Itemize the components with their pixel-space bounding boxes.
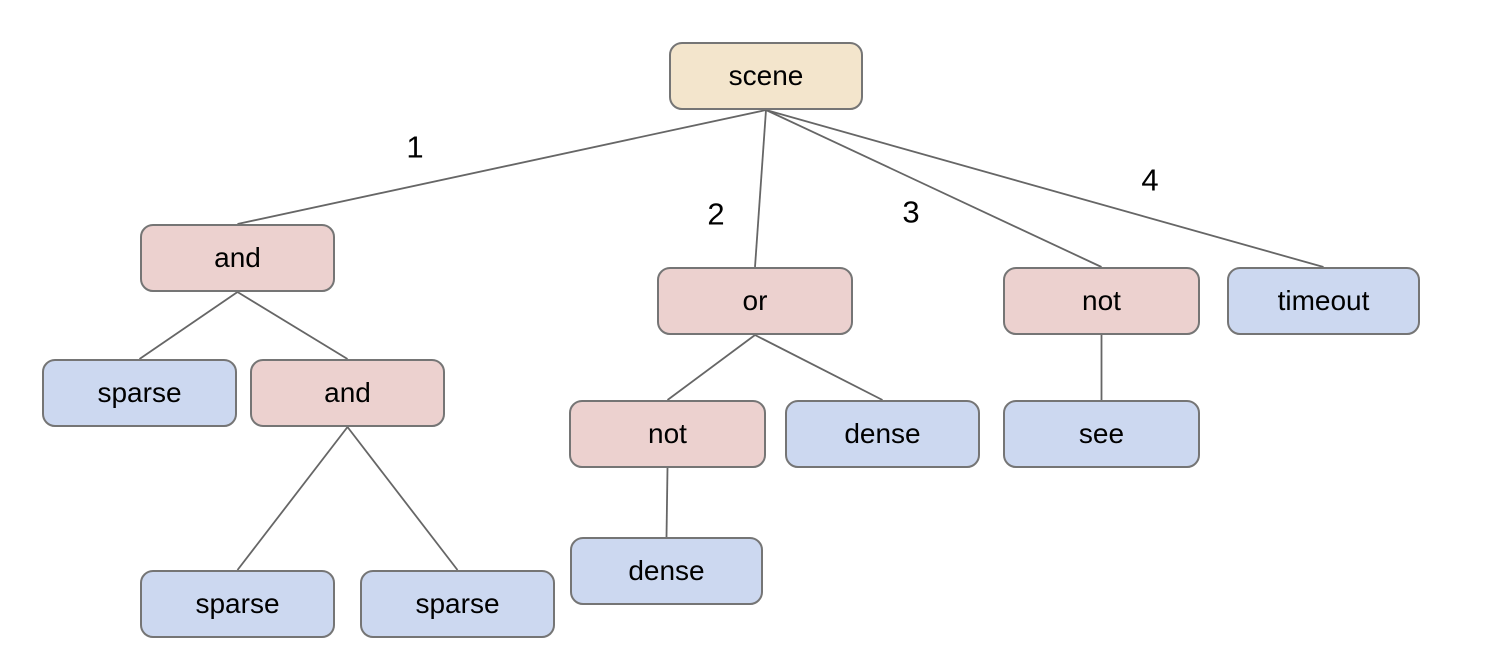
edge-not2-dense2	[665, 467, 669, 538]
edge-scene-timeout1	[765, 109, 1324, 268]
tree-node-and2: and	[250, 359, 445, 427]
tree-node-and1: and	[140, 224, 335, 292]
edge-scene-or1	[754, 109, 767, 268]
tree-node-or1: or	[657, 267, 853, 335]
edge-label-4: 4	[1141, 162, 1159, 198]
tree-node-sparse2: sparse	[140, 570, 335, 638]
tree-node-sparse1: sparse	[42, 359, 237, 427]
edge-and1-and2	[237, 291, 348, 360]
tree-node-sparse3: sparse	[360, 570, 555, 638]
edge-scene-and1	[237, 109, 767, 225]
edge-or1-dense1	[754, 334, 883, 401]
edge-label-3: 3	[902, 194, 920, 230]
tree-node-dense1: dense	[785, 400, 980, 468]
edge-label-2: 2	[707, 196, 725, 232]
edge-and1-sparse1	[138, 291, 239, 360]
tree-node-dense2: dense	[570, 537, 763, 605]
edge-scene-not1	[765, 109, 1102, 268]
edge-and2-sparse3	[346, 426, 459, 571]
tree-node-not2: not	[569, 400, 766, 468]
tree-node-timeout1: timeout	[1227, 267, 1420, 335]
edge-and2-sparse2	[236, 426, 349, 571]
tree-node-not1: not	[1003, 267, 1200, 335]
tree-node-see1: see	[1003, 400, 1200, 468]
edge-label-1: 1	[406, 129, 424, 165]
edge-or1-not2	[666, 334, 756, 401]
tree-node-scene: scene	[669, 42, 863, 110]
